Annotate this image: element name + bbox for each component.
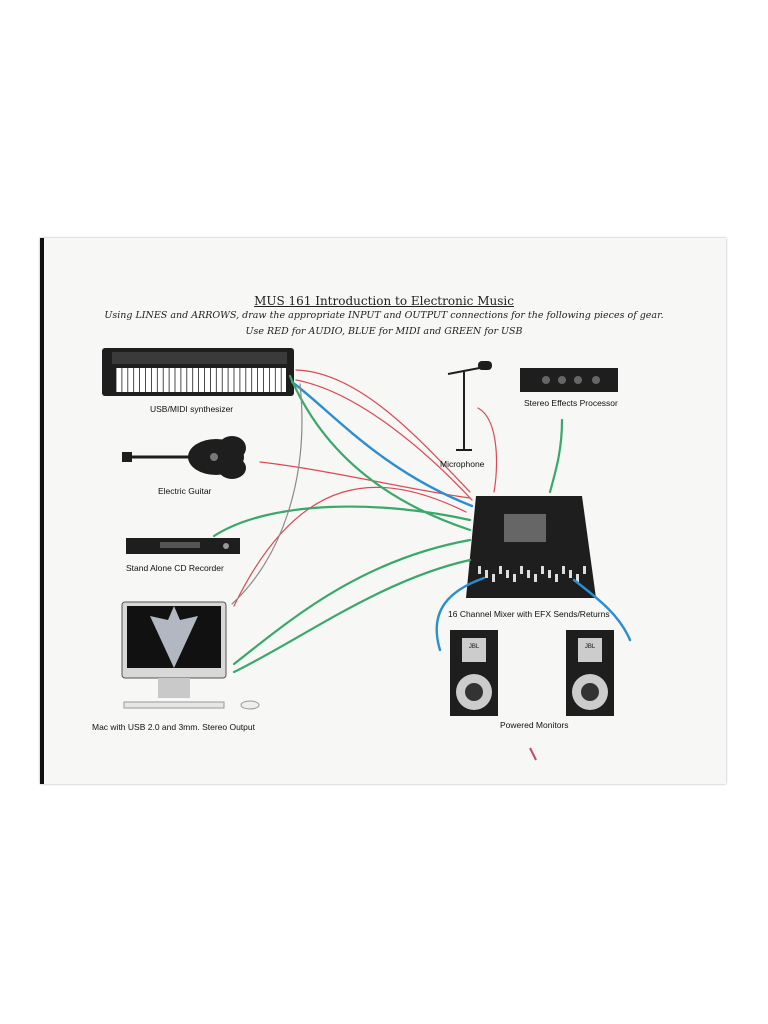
usb-line-mixer-mac-2 — [232, 558, 472, 674]
midi-line-synth-mixer — [290, 380, 474, 508]
monitor-right-image: JBL — [566, 630, 614, 716]
label-cd-recorder: Stand Alone CD Recorder — [126, 563, 224, 573]
cd-recorder-image — [126, 538, 240, 554]
usb-line-synth-mixer — [288, 374, 472, 532]
label-microphone: Microphone — [440, 459, 485, 469]
label-mac: Mac with USB 2.0 and 3mm. Stereo Output — [92, 722, 255, 732]
audio-line-synth-mixer-2 — [295, 379, 473, 501]
usb-line-mixer-cd — [212, 505, 472, 538]
monitor-left-brand: JBL — [469, 644, 480, 650]
label-monitors: Powered Monitors — [500, 720, 569, 730]
synthesizer-image — [102, 348, 294, 396]
instructions-line-2: Use RED for AUDIO, BLUE for MIDI and GRE… — [245, 326, 523, 337]
pen-mark — [529, 747, 537, 761]
instructions-line-1: Using LINES and ARROWS, draw the appropr… — [104, 310, 664, 321]
monitor-right-brand: JBL — [585, 644, 596, 650]
worksheet-title: MUS 161 Introduction to Electronic Music — [254, 294, 514, 308]
label-guitar: Electric Guitar — [158, 486, 212, 496]
usb-line-fx-mixer — [548, 418, 564, 494]
gray-line-synth-mac — [231, 383, 303, 605]
mixer-image — [466, 496, 596, 598]
guitar-image — [122, 436, 246, 479]
monitor-left-image: JBL — [450, 630, 498, 716]
connection-lines — [212, 369, 632, 674]
audio-line-mac-mixer — [233, 486, 467, 607]
mac-computer-image — [121, 601, 260, 710]
usb-line-mixer-mac — [232, 538, 472, 666]
midi-line-mixer-monitor-right — [572, 578, 632, 642]
label-mixer: 16 Channel Mixer with EFX Sends/Returns — [448, 609, 610, 619]
audio-line-guitar-mixer — [259, 461, 471, 499]
effects-processor-image — [520, 368, 618, 392]
midi-line-mixer-monitor-left — [435, 576, 486, 652]
audio-line-mic-mixer — [477, 407, 498, 493]
audio-line-synth-mixer — [295, 369, 471, 493]
label-effects-processor: Stereo Effects Processor — [524, 398, 618, 408]
paper-edge-shadow — [40, 238, 44, 784]
label-synthesizer: USB/MIDI synthesizer — [150, 404, 234, 414]
microphone-image — [447, 361, 492, 451]
